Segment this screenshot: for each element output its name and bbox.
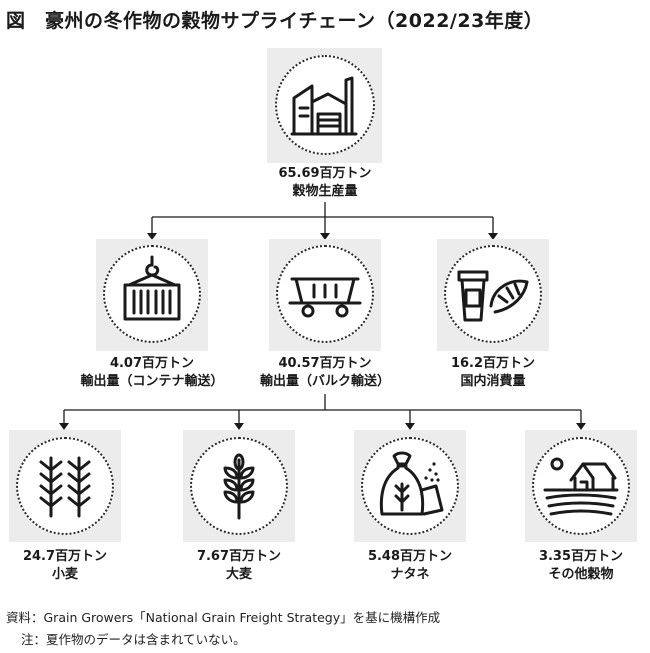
coffee-croissant-icon [457,270,529,322]
canola-label: ナタネ [390,567,430,582]
dotted-circle [444,245,542,343]
farm-field-icon [543,457,619,516]
export-bulk-amount: 40.57百万トン [278,356,372,371]
domestic-label: 国内消費量 [460,374,526,389]
wheat-amount: 24.7百万トン [22,549,108,564]
barley-icon [223,453,255,520]
production-amount: 65.69百万トン [278,166,372,181]
barley-amount: 7.67百万トン [196,549,282,564]
wheat-icon [39,456,91,518]
domestic-amount: 16.2百万トン [450,356,536,371]
production-label: 穀物生産量 [292,184,358,199]
hopper-railcar-icon [288,277,362,318]
diagram-title: 図 豪州の冬作物の穀物サプライチェーン（2022/23年度） [6,10,544,32]
export-container-amount: 4.07百万トン [109,356,195,371]
wheat-label: 小麦 [51,567,78,582]
footnote: 注：夏作物のデータは含まれていない。 [21,632,246,647]
canola-amount: 5.48百万トン [367,549,453,564]
export-bulk-label: 輸出量（バルク輸送） [259,374,390,389]
other-label: その他穀物 [548,567,614,582]
export-container-label: 輸出量（コンテナ輸送） [80,374,224,389]
other-amount: 3.35百万トン [538,549,624,564]
barley-label: 大麦 [225,567,252,582]
dotted-circle [275,55,375,155]
source-note: 資料：Grain Growers「National Grain Freight … [6,610,441,625]
grain-silo-icon [290,76,358,136]
seed-sack-icon [379,451,444,516]
dotted-circle [361,437,459,535]
dotted-circle [16,437,114,535]
shipping-container-icon [123,255,181,321]
